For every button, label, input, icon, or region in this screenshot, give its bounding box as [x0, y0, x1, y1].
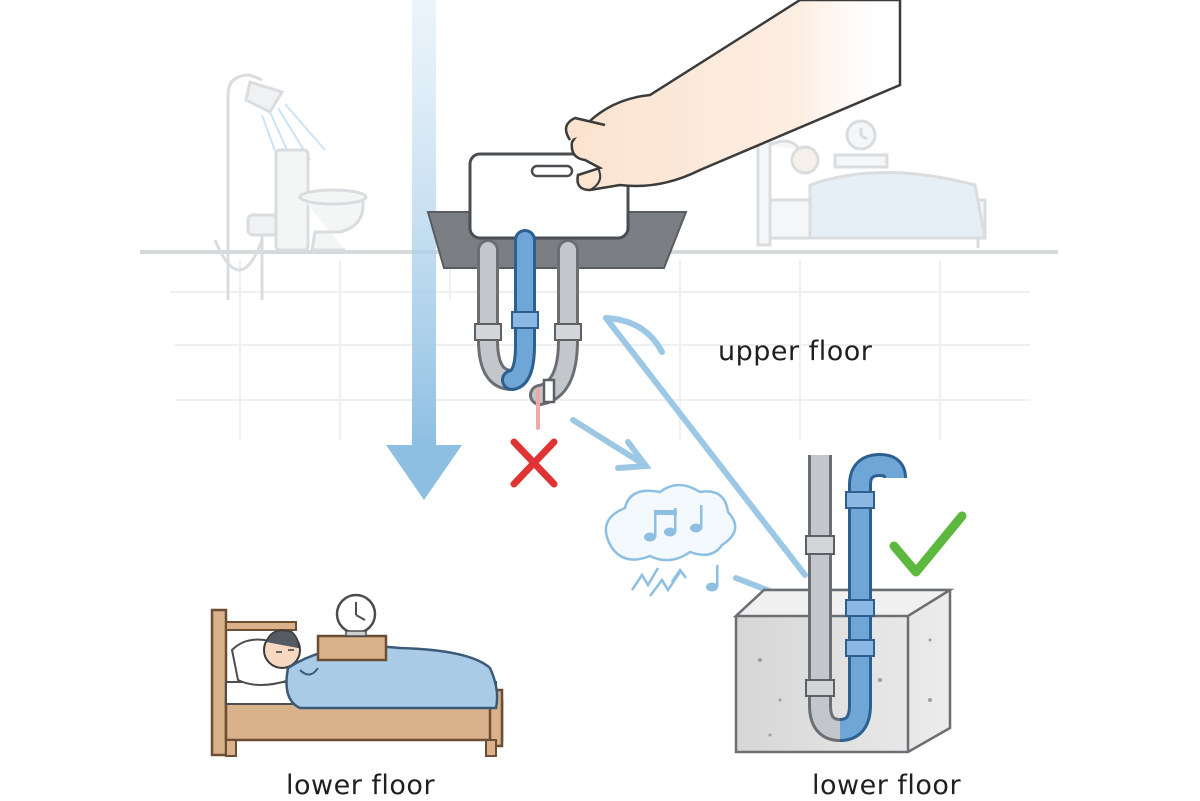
lower-floor-label-right: lower floor	[812, 770, 962, 801]
toilet-icon	[274, 148, 368, 252]
lower-floor-label-left: lower floor	[286, 770, 436, 801]
upper-drain-pipes	[474, 229, 582, 430]
lower-bed-icon	[210, 593, 504, 757]
lower-drain-pipes	[805, 452, 907, 742]
hand-icon	[564, 0, 902, 192]
upper-bed-icon	[756, 119, 987, 248]
tile-grid	[170, 260, 1030, 440]
concrete-sleeve-block	[732, 588, 955, 754]
background-upper-room	[140, 73, 1058, 440]
downward-flow-arrow	[386, 0, 462, 500]
cross-icon	[510, 438, 558, 488]
music-note-noise-icon	[604, 483, 737, 597]
upper-floor-label: upper floor	[718, 336, 873, 367]
shower-icon	[213, 73, 326, 300]
check-icon	[889, 511, 967, 577]
